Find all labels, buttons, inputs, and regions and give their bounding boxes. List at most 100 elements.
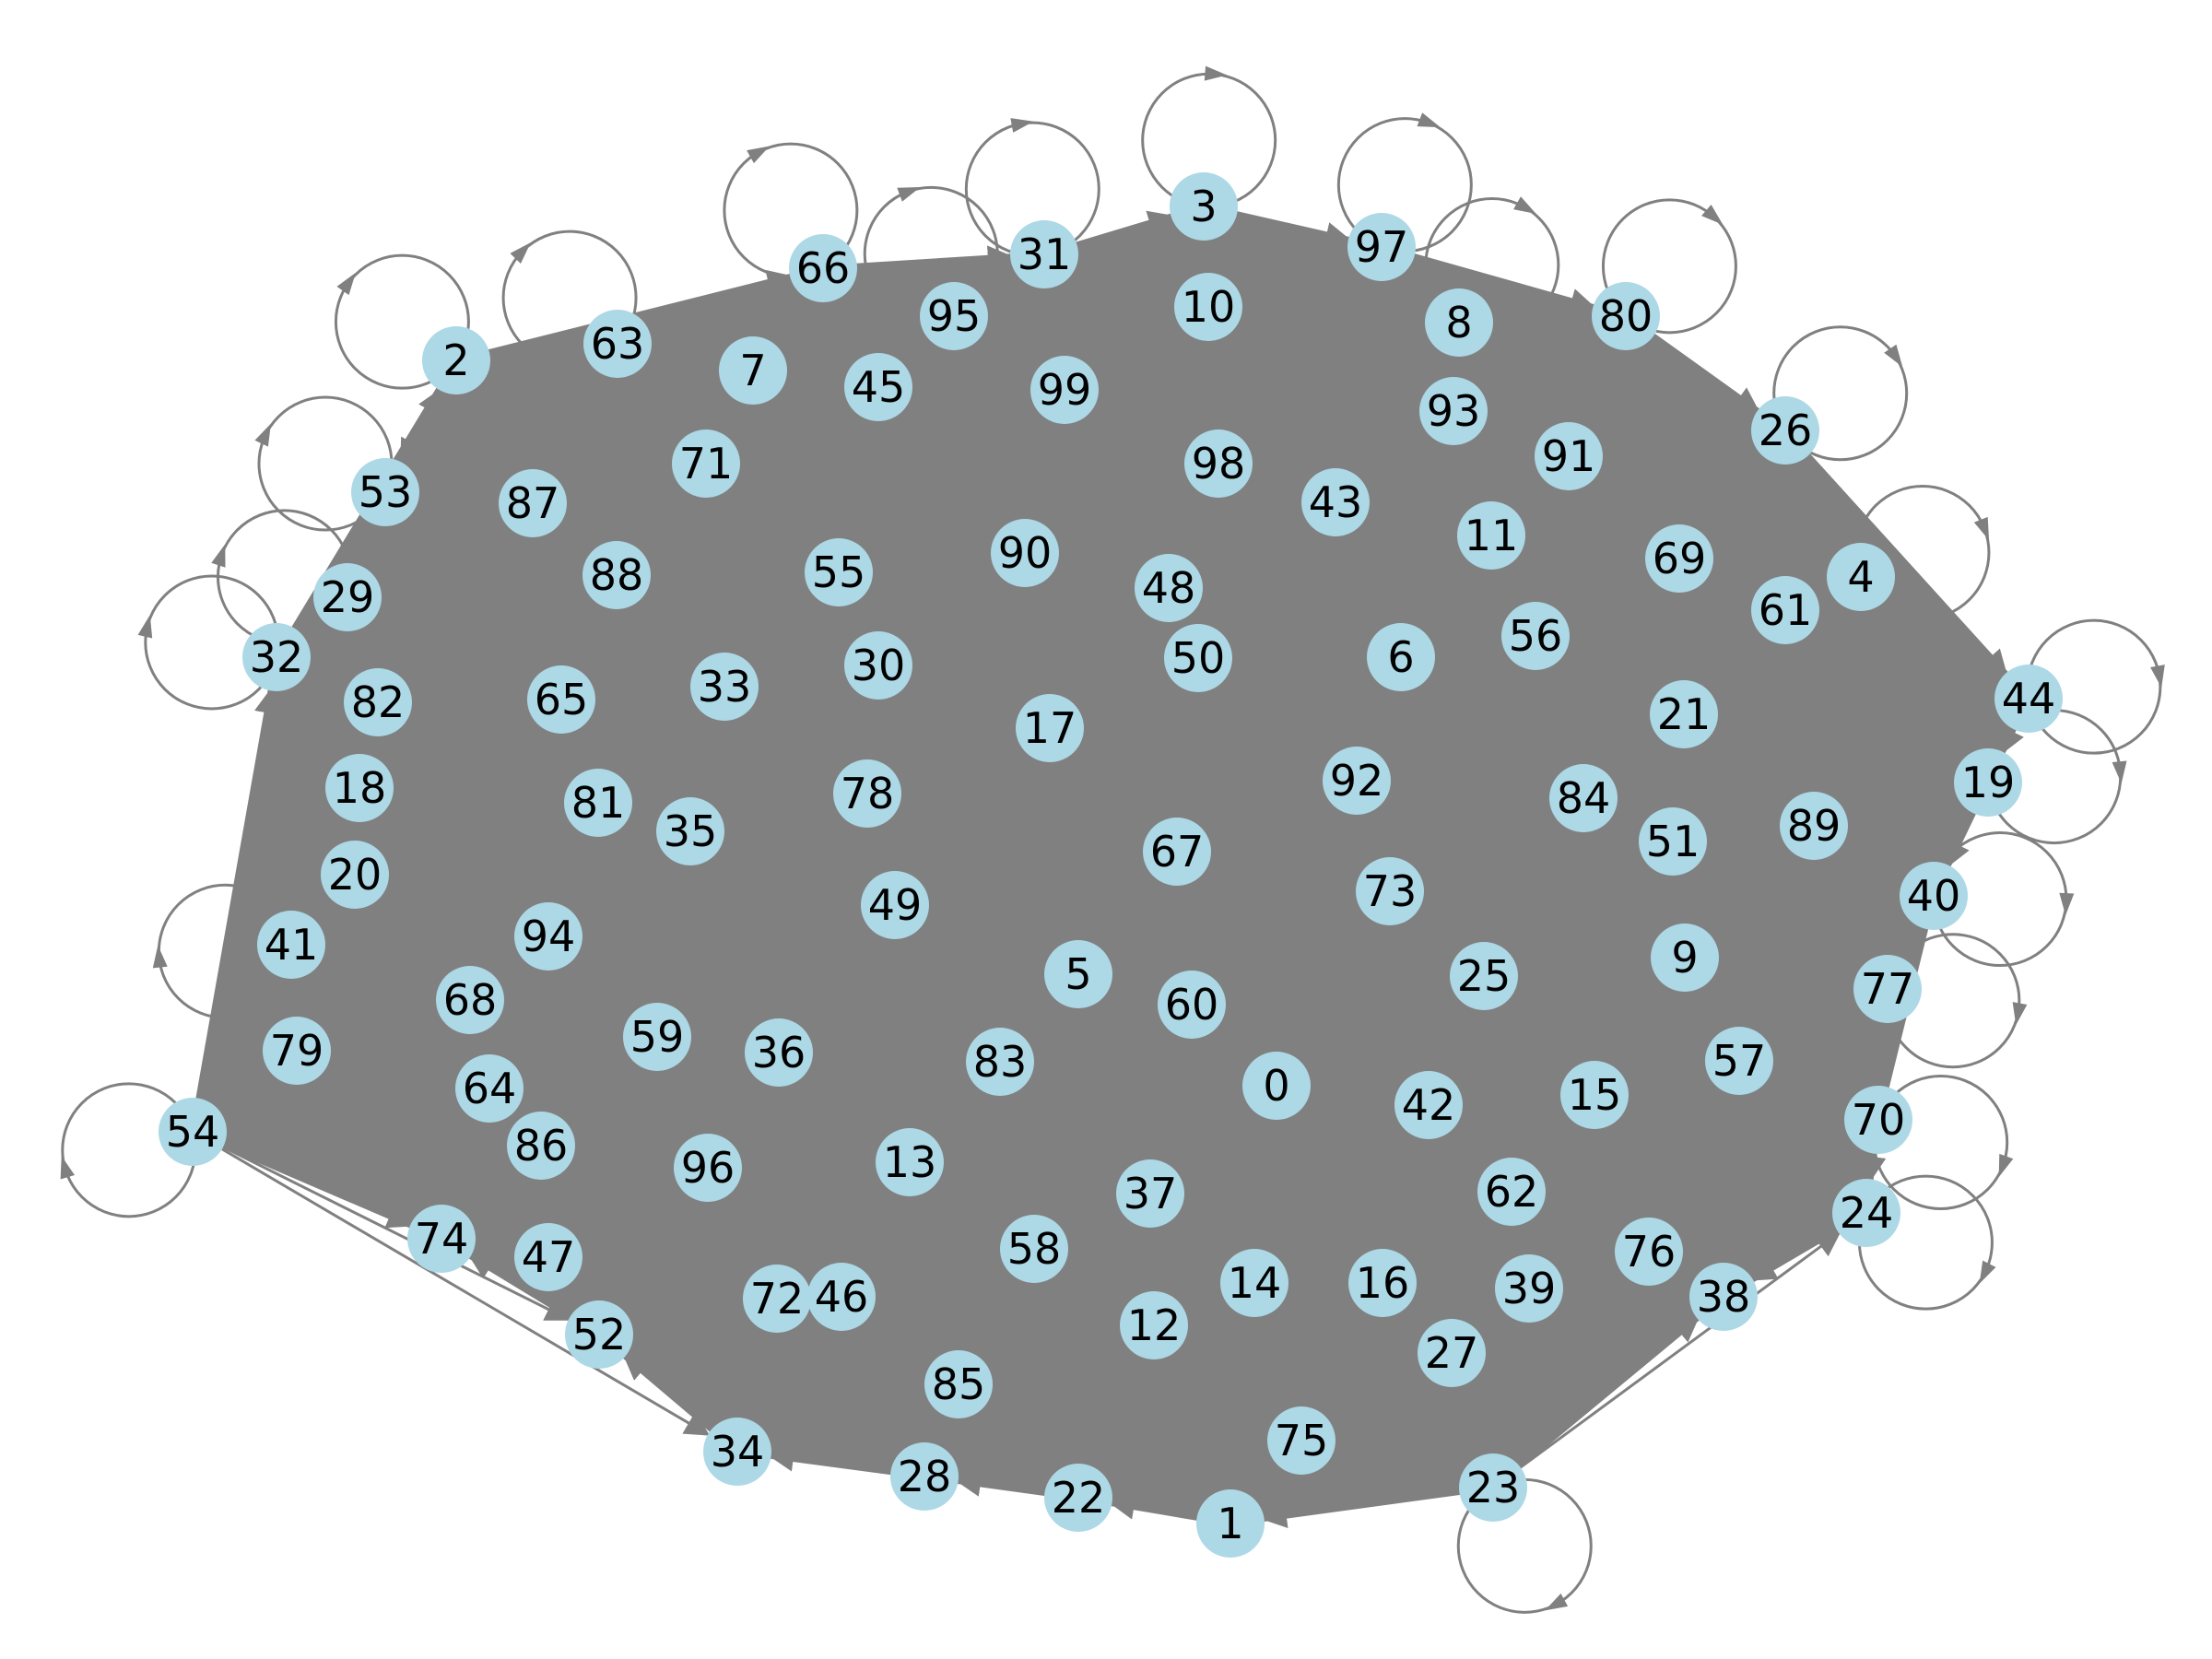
node-label: 15: [1568, 1070, 1622, 1120]
node-circle: [1535, 422, 1603, 490]
edge-23-75: [1332, 1441, 1461, 1481]
node-label: 51: [1646, 817, 1700, 866]
node-46: 46: [807, 1263, 876, 1331]
node-label: 81: [571, 778, 626, 828]
node-66: 66: [789, 234, 857, 302]
node-label: 91: [1542, 431, 1596, 481]
node-label: 96: [681, 1143, 735, 1193]
node-circle: [1639, 807, 1707, 876]
node-77: 77: [1853, 955, 1922, 1023]
node-label: 31: [1018, 229, 1072, 279]
node-label: 18: [333, 763, 387, 813]
node-label: 53: [359, 467, 413, 517]
node-47: 47: [514, 1223, 582, 1291]
node-circle: [1425, 288, 1493, 357]
node-0: 0: [1242, 1052, 1311, 1120]
edge-1-75: [1251, 1465, 1281, 1499]
node-69: 69: [1645, 524, 1713, 593]
node-circle: [1242, 1052, 1311, 1120]
node-label: 35: [664, 806, 718, 856]
node-circle: [499, 469, 567, 537]
node-5: 5: [1044, 940, 1112, 1008]
node-circle: [1170, 172, 1238, 241]
node-circle: [844, 631, 912, 700]
node-label: 24: [1840, 1188, 1894, 1238]
node-circle: [436, 966, 504, 1034]
node-83: 83: [966, 1028, 1034, 1096]
node-91: 91: [1535, 422, 1603, 490]
node-label: 34: [711, 1427, 765, 1477]
node-43: 43: [1301, 468, 1370, 536]
node-label: 48: [1142, 563, 1196, 613]
edge-52-74: [468, 1254, 571, 1319]
node-37: 37: [1116, 1159, 1184, 1228]
node-circle: [1174, 273, 1242, 341]
node-circle: [1394, 1071, 1463, 1139]
node-label: 46: [815, 1272, 869, 1322]
node-label: 22: [1052, 1473, 1106, 1523]
self-loop-arrow-4: [1973, 516, 1990, 541]
node-circle: [1900, 862, 1968, 930]
node-label: 84: [1557, 773, 1611, 823]
node-circle: [1615, 1218, 1683, 1286]
node-circle: [1348, 1249, 1417, 1317]
node-circle: [1120, 1291, 1188, 1359]
node-29: 29: [313, 563, 382, 631]
node-circle: [1044, 940, 1112, 1008]
self-loop-arrow-95: [897, 186, 921, 202]
edge-54-32: [196, 688, 279, 1099]
node-label: 79: [270, 1026, 324, 1076]
node-circle: [1832, 1179, 1900, 1247]
node-label: 77: [1861, 964, 1915, 1014]
node-17: 17: [1016, 694, 1084, 762]
node-62: 62: [1477, 1158, 1546, 1226]
node-circle: [1158, 971, 1226, 1039]
node-circle: [1751, 396, 1819, 465]
node-circle: [455, 1054, 524, 1123]
node-circle: [1184, 429, 1253, 498]
node-18: 18: [325, 754, 394, 822]
node-circle: [1651, 924, 1719, 992]
node-circle: [1367, 623, 1435, 691]
node-40: 40: [1900, 862, 1968, 930]
edge-61-44: [1817, 620, 1999, 691]
node-label: 1: [1217, 1499, 1243, 1548]
node-48: 48: [1135, 554, 1203, 622]
node-56: 56: [1501, 602, 1570, 670]
node-label: 67: [1150, 827, 1205, 877]
node-32: 32: [242, 623, 311, 691]
node-94: 94: [514, 902, 582, 971]
node-circle: [1000, 1215, 1068, 1283]
node-label: 12: [1127, 1300, 1182, 1350]
node-label: 42: [1402, 1080, 1456, 1130]
node-label: 7: [739, 346, 766, 395]
node-circle: [789, 234, 857, 302]
node-3: 3: [1170, 172, 1238, 241]
self-loop-arrow-23: [1545, 1593, 1569, 1611]
node-55: 55: [805, 538, 873, 606]
node-circle: [407, 1205, 476, 1273]
node-circle: [1457, 501, 1525, 570]
node-label: 56: [1509, 611, 1563, 661]
node-4: 4: [1827, 543, 1895, 611]
node-label: 17: [1023, 703, 1077, 753]
node-label: 16: [1356, 1258, 1410, 1308]
node-86: 86: [507, 1112, 575, 1180]
node-circle: [565, 1300, 633, 1369]
node-label: 50: [1171, 633, 1226, 683]
node-label: 73: [1363, 866, 1418, 916]
dense-edge-mass: [189, 203, 2032, 1527]
edge-3-97: [1236, 212, 1351, 247]
node-label: 54: [166, 1107, 220, 1157]
self-loop-arrow-63: [510, 242, 531, 265]
node-circle: [861, 871, 929, 939]
self-loop-arrow-44: [2150, 665, 2165, 688]
node-label: 33: [698, 662, 752, 712]
node-label: 58: [1007, 1224, 1062, 1274]
node-label: 21: [1657, 689, 1712, 739]
edge-29-32: [300, 611, 328, 637]
node-20: 20: [321, 841, 389, 909]
node-33: 33: [690, 653, 759, 721]
node-circle: [745, 1018, 813, 1087]
node-label: 13: [883, 1137, 937, 1187]
